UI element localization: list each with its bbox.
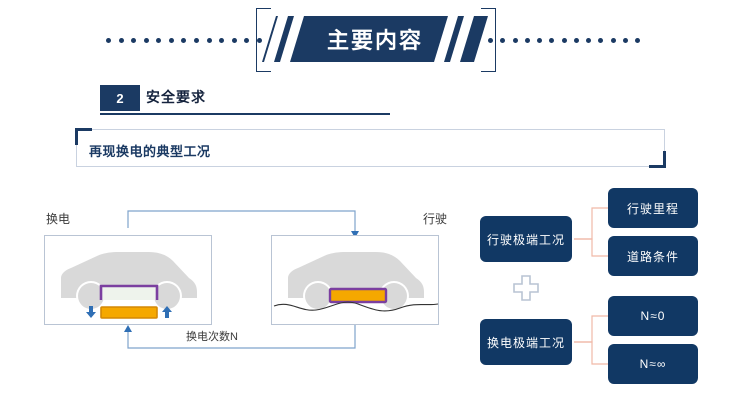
subtitle-text: 再现换电的典型工况 <box>89 144 211 159</box>
decorative-dot <box>106 38 111 43</box>
decorative-dot <box>524 38 530 43</box>
banner-title: 主要内容 <box>326 28 423 53</box>
section-number-badge: 2 <box>100 85 140 111</box>
flow-box-n-infinity[interactable]: N≈∞ <box>608 344 698 384</box>
panel-label-drive: 行驶 <box>423 212 448 226</box>
car-swap-illustration <box>61 252 197 319</box>
decorative-dot <box>500 38 506 43</box>
decorative-dot <box>537 38 542 43</box>
subtitle-box: 再现换电的典型工况 <box>75 128 666 168</box>
flow-box-road-condition[interactable]: 道路条件 <box>608 236 698 276</box>
decorative-dot <box>549 38 555 43</box>
decorative-dot <box>573 38 579 43</box>
decorative-dot <box>168 38 174 43</box>
decorative-dot <box>561 38 567 43</box>
panel-label-swap: 换电 <box>46 212 71 226</box>
decorative-dot <box>244 38 250 43</box>
decorative-dot <box>635 38 640 43</box>
decorative-dot <box>622 38 628 43</box>
decorative-dot <box>256 38 262 43</box>
decorative-dot <box>586 38 591 43</box>
flow-box-swap-extreme[interactable]: 换电极端工况 <box>480 319 572 365</box>
decorative-dot <box>118 38 124 43</box>
panel-driving <box>271 235 439 325</box>
extreme-conditions-flowchart: 行驶极端工况 换电极端工况 行驶里程 道路条件 N≈0 N≈∞ <box>466 186 712 394</box>
section-heading: 2 安全要求 <box>100 85 390 121</box>
flowchart-connector-lines <box>574 207 608 365</box>
section-title: 安全要求 <box>146 89 206 105</box>
car-driving-illustration <box>273 252 439 312</box>
arrow-down-icon <box>86 306 96 318</box>
panel-battery-swap <box>44 235 212 325</box>
decorative-dot <box>194 38 200 43</box>
title-banner: 主要内容 <box>0 0 730 78</box>
decorative-dot <box>512 38 518 43</box>
dot-rail-right <box>488 38 640 43</box>
flow-box-n-zero[interactable]: N≈0 <box>608 296 698 336</box>
decorative-dot <box>219 38 225 43</box>
flow-box-drive-extreme[interactable]: 行驶极端工况 <box>480 216 572 262</box>
plus-separator-icon <box>513 275 539 301</box>
decorative-dot <box>156 38 162 43</box>
decorative-dot <box>206 38 212 43</box>
corner-bracket-top-left-icon <box>75 128 92 145</box>
cycle-count-label: 换电次数N <box>186 331 238 343</box>
decorative-dot <box>231 38 237 43</box>
cycle-connector-lines <box>124 210 359 349</box>
banner-outline-frame <box>256 6 496 74</box>
swap-cycle-diagram: 换电 行驶 <box>40 198 460 363</box>
flow-box-mileage[interactable]: 行驶里程 <box>608 188 698 228</box>
corner-bracket-bottom-right-icon <box>649 151 666 168</box>
banner-parallelogram <box>262 16 488 62</box>
decorative-dot <box>598 38 604 43</box>
arrow-up-icon <box>162 306 172 318</box>
section-underline <box>100 113 390 115</box>
decorative-dot <box>181 38 187 43</box>
decorative-dot <box>610 38 616 43</box>
decorative-dot <box>488 38 493 43</box>
decorative-dot <box>143 38 149 43</box>
decorative-dot <box>131 38 137 43</box>
dot-rail-left <box>106 38 262 43</box>
